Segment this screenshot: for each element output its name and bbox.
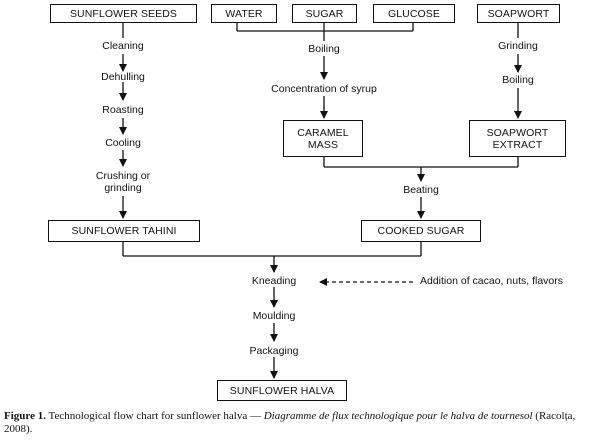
- figure-caption: Figure 1. Technological flow chart for s…: [4, 410, 598, 436]
- step-roasting: Roasting: [102, 104, 144, 116]
- box-sunflower-halva: SUNFLOWER HALVA: [217, 380, 347, 401]
- step-kneading: Kneading: [251, 275, 297, 287]
- step-cooling: Cooling: [105, 137, 141, 149]
- box-sunflower-tahini: SUNFLOWER TAHINI: [48, 220, 200, 242]
- box-cooked-sugar: COOKED SUGAR: [361, 220, 481, 242]
- step-dehulling: Dehulling: [101, 71, 145, 83]
- box-soapwort-extract: SOAPWORT EXTRACT: [469, 120, 566, 157]
- step-packaging: Packaging: [249, 345, 299, 357]
- box-sugar: SUGAR: [292, 4, 357, 23]
- step-boiling-soapwort: Boiling: [502, 74, 534, 86]
- caption-french: Diagramme de flux technologique pour le …: [263, 410, 533, 422]
- flow-chart: SUNFLOWER SEEDS WATER SUGAR GLUCOSE SOAP…: [48, 4, 566, 401]
- step-crushing-or-grinding: Crushing or grinding: [95, 170, 151, 194]
- step-boiling-syrup: Boiling: [308, 43, 340, 55]
- caption-label: Figure 1.: [4, 410, 46, 422]
- box-glucose: GLUCOSE: [373, 4, 455, 23]
- caption-source: (Racolța, 2008).: [4, 410, 576, 435]
- step-addition-of-cacao-nuts-flavors: Addition of cacao, nuts, flavors: [420, 275, 563, 287]
- box-caramel-mass: CARAMEL MASS: [283, 120, 363, 157]
- box-soapwort: SOAPWORT: [477, 4, 560, 23]
- step-beating: Beating: [403, 184, 439, 196]
- box-sunflower-seeds: SUNFLOWER SEEDS: [50, 4, 197, 23]
- step-grinding: Grinding: [498, 40, 538, 52]
- caption-text: Technological flow chart for sunflower h…: [45, 410, 264, 422]
- step-moulding: Moulding: [252, 310, 296, 322]
- connector-lines: [119, 22, 522, 379]
- box-water: WATER: [211, 4, 277, 23]
- step-cleaning: Cleaning: [102, 40, 144, 52]
- step-concentration-of-syrup: Concentration of syrup: [271, 83, 377, 95]
